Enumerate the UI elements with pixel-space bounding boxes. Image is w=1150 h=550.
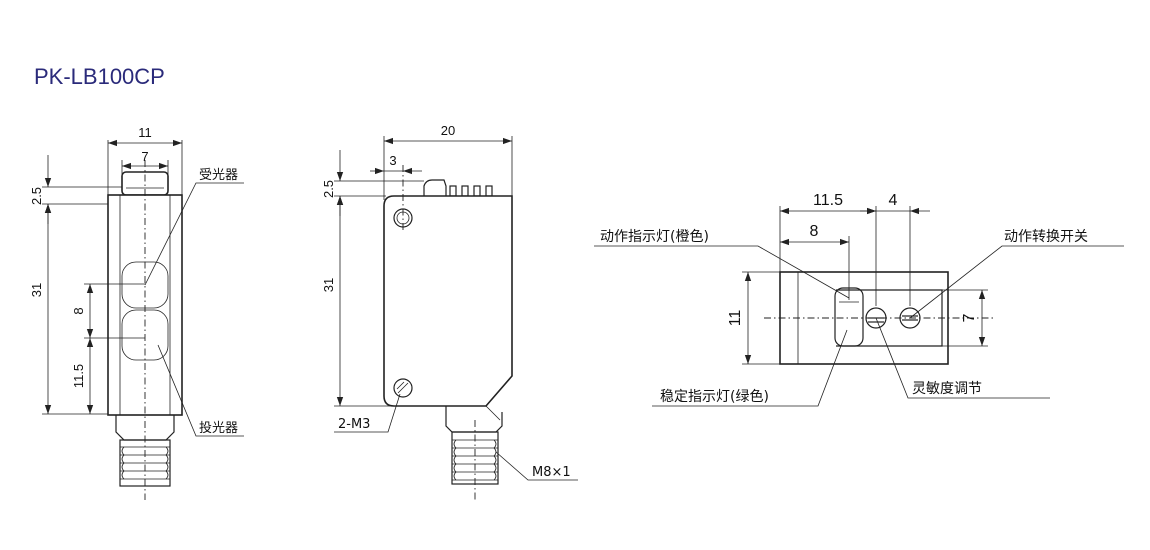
- label-stable-led: 稳定指示灯(绿色): [660, 388, 769, 405]
- side-dim-width: 20: [441, 123, 455, 138]
- side-view: 20 3 2.5 31 2-M3 M8×1: [321, 123, 578, 500]
- front-view: 11 7 2.5 31 8 11.5 受光器 投光器: [29, 125, 244, 500]
- label-mode-switch: 动作转换开关: [1004, 228, 1088, 245]
- top-dim-right: 7: [961, 313, 978, 322]
- label-connector: M8×1: [532, 465, 571, 480]
- label-holes: 2-M3: [338, 417, 370, 432]
- front-dim-height: 31: [29, 283, 44, 297]
- label-sensitivity: 灵敏度调节: [912, 381, 982, 397]
- top-view: 11.5 8 4 11 7 动作指示灯(橙色) 动作转换开关 稳定指示灯(绿色)…: [594, 192, 1124, 407]
- front-dim-bottom: 11.5: [71, 364, 86, 388]
- side-dim-offset: 3: [389, 153, 396, 168]
- side-top-bump: [423, 179, 447, 196]
- side-connector-top: [445, 406, 503, 433]
- top-body: [779, 271, 949, 365]
- side-dim-height: 31: [321, 278, 336, 292]
- top-dim-inner: 8: [810, 223, 819, 240]
- front-dim-top: 2.5: [29, 187, 44, 205]
- drawing-title: PK-LB100CP: [34, 64, 165, 89]
- front-dim-lens-pitch: 8: [71, 307, 86, 314]
- top-dim-spacing: 4: [889, 192, 898, 209]
- front-dim-window: 7: [141, 149, 148, 164]
- top-dim-height: 11: [727, 310, 744, 327]
- top-dim-outer: 11.5: [813, 192, 843, 209]
- bottom-screw-hole: [393, 378, 413, 398]
- label-receiver: 受光器: [199, 168, 238, 183]
- label-operation-led: 动作指示灯(橙色): [600, 228, 709, 245]
- front-dim-width: 11: [138, 125, 152, 140]
- label-emitter: 投光器: [199, 420, 238, 436]
- side-dim-top: 2.5: [321, 180, 336, 198]
